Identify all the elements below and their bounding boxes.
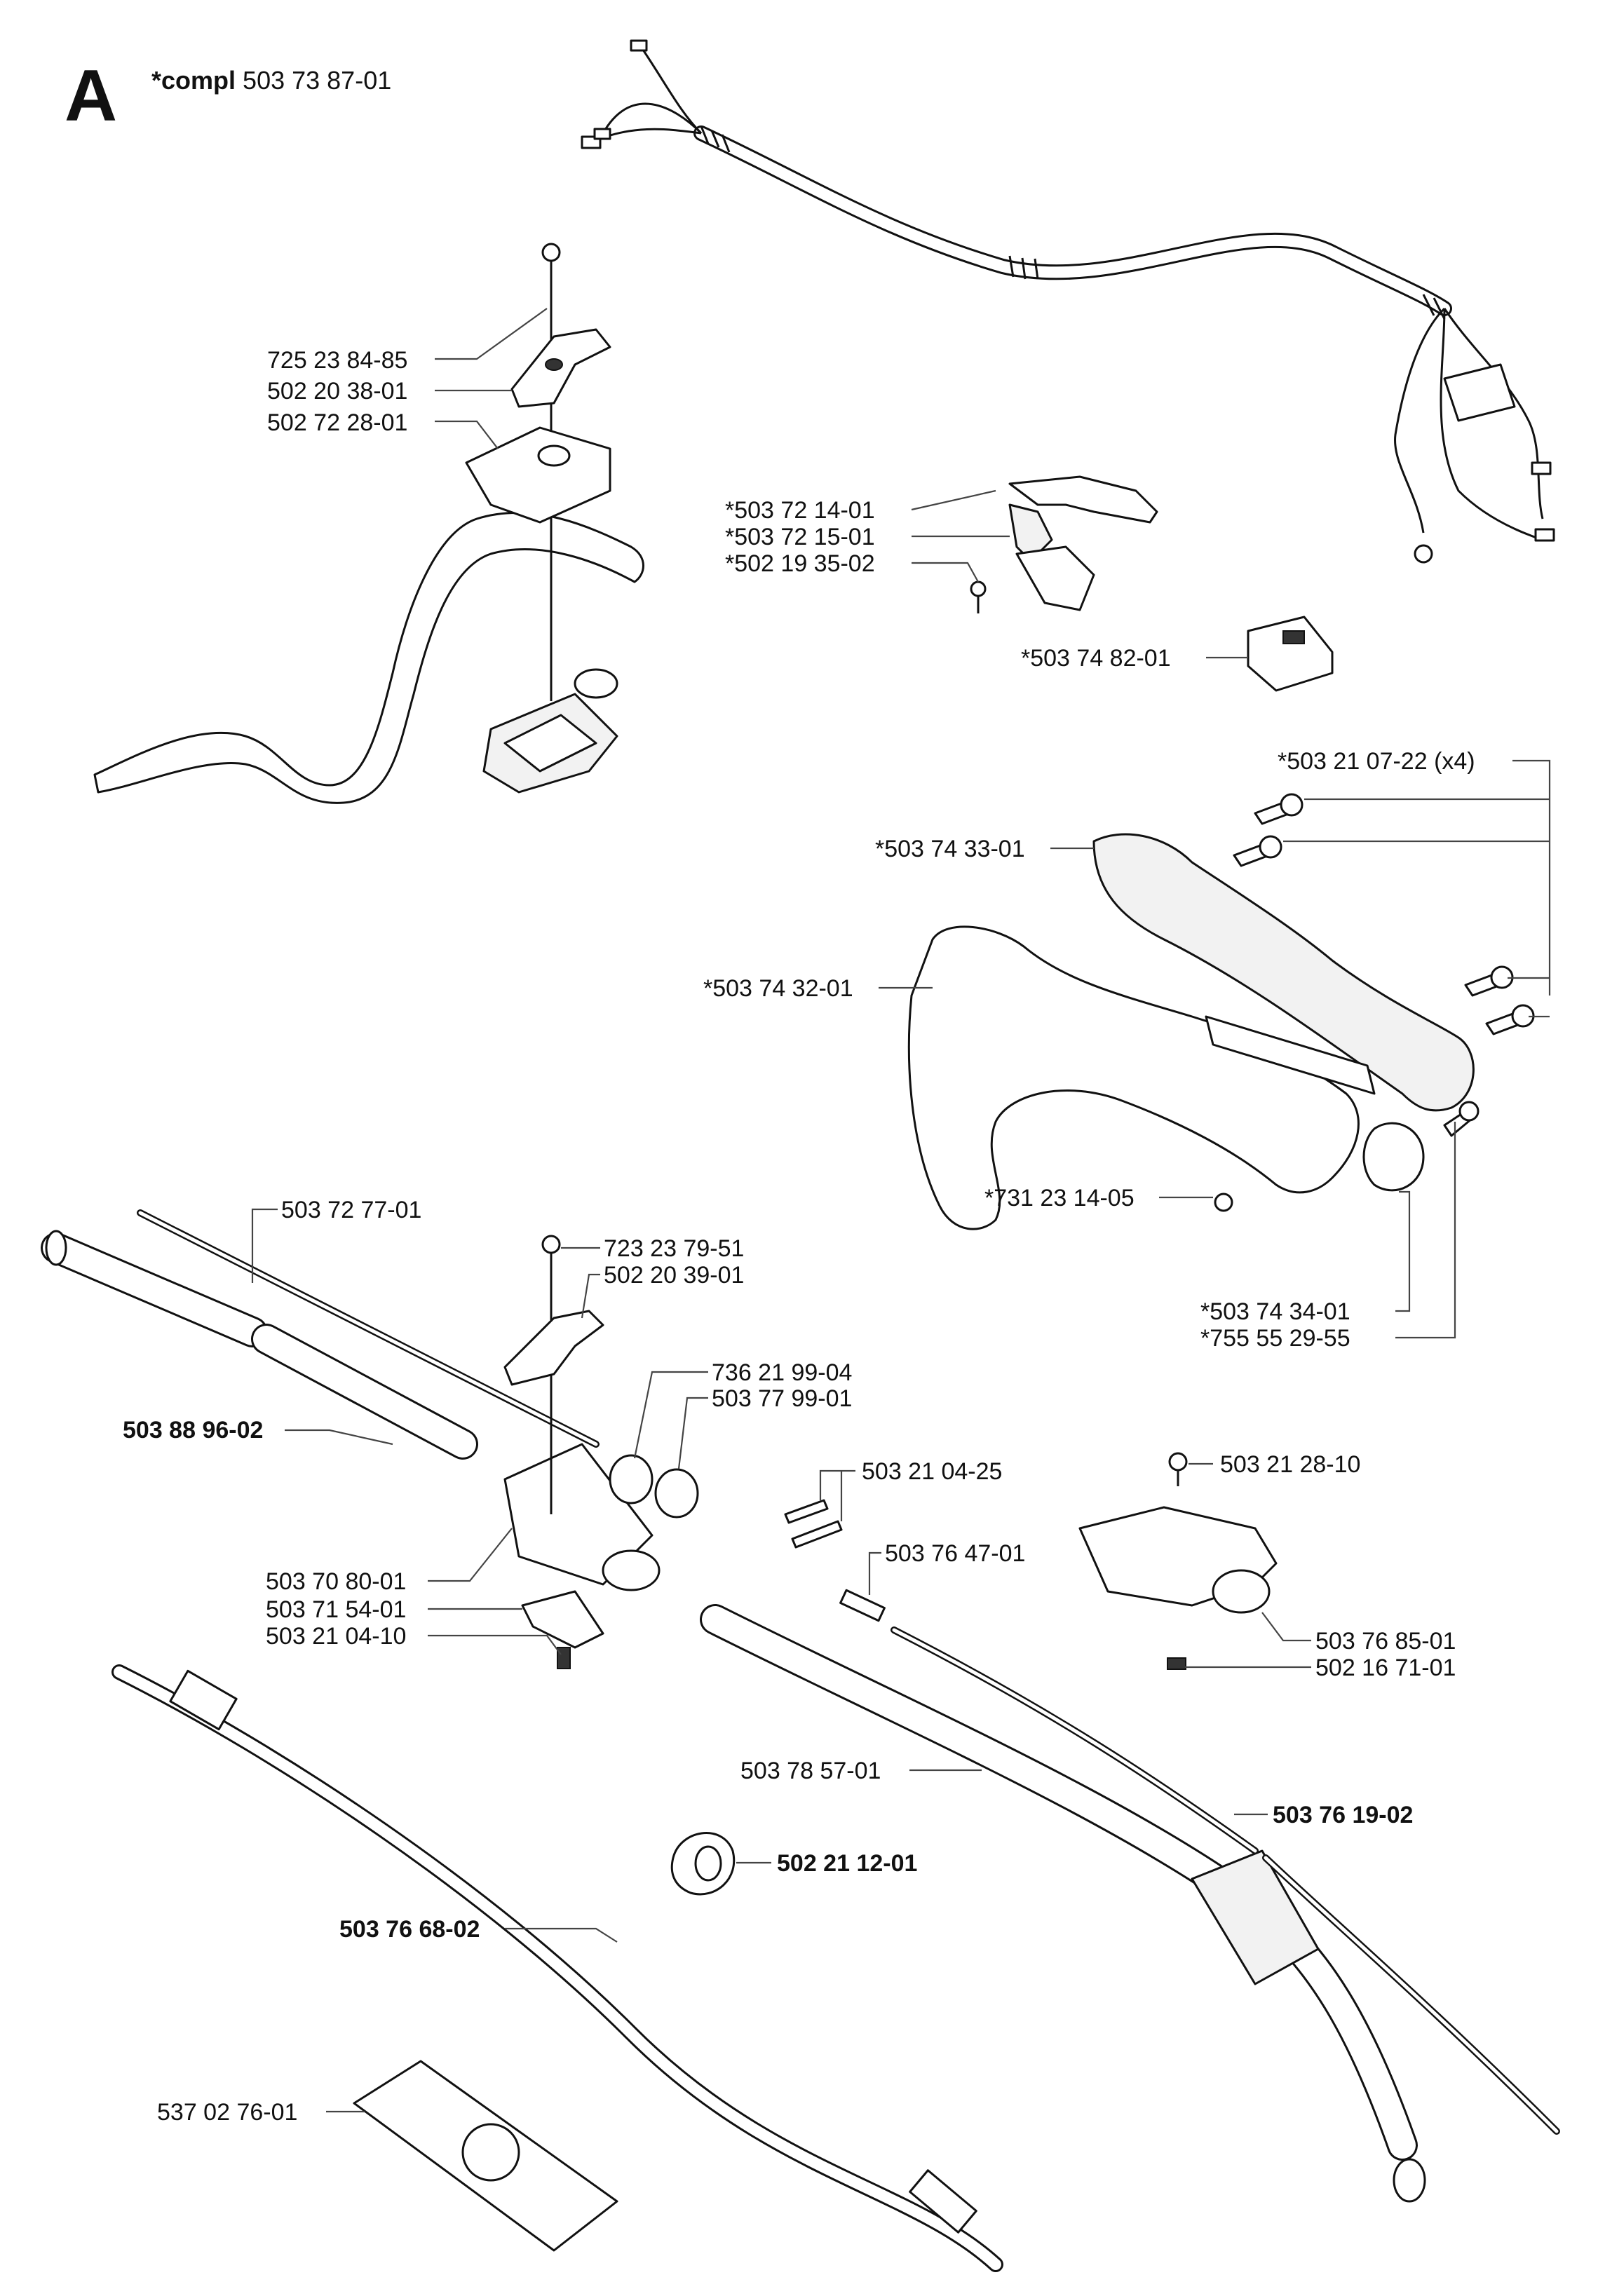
part-label: 503 21 04-10 [266, 1623, 407, 1650]
part-label: 736 21 99-04 [712, 1359, 853, 1386]
part-label: 502 20 39-01 [604, 1262, 745, 1289]
part-label: *503 74 32-01 [703, 975, 853, 1002]
part-label: 725 23 84-85 [267, 347, 408, 374]
flexible-shaft [111, 1664, 1003, 2272]
part-label: *755 55 29-55 [1200, 1325, 1350, 1352]
leader-lines [251, 308, 1551, 2113]
outer-cable [839, 1589, 1560, 2135]
loop-handle-assembly [93, 243, 644, 804]
part-label: 503 71 54-01 [266, 1596, 407, 1623]
section-letter: A [65, 55, 118, 137]
part-label: 503 76 68-02 [339, 1916, 480, 1943]
part-label: 503 76 47-01 [885, 1540, 1026, 1567]
part-label: 503 78 57-01 [740, 1758, 881, 1784]
handle-halves [907, 793, 1535, 1230]
part-label: 502 16 71-01 [1315, 1655, 1456, 1681]
part-label: *731 23 14-05 [984, 1185, 1135, 1211]
harness-bracket [1078, 1452, 1278, 1670]
part-label: *502 19 35-02 [725, 550, 875, 577]
part-label: 502 20 38-01 [267, 378, 408, 405]
part-label: 503 21 28-10 [1220, 1451, 1361, 1478]
part-label: *503 74 82-01 [1021, 645, 1171, 672]
part-label: *503 21 07-22 (x4) [1278, 748, 1475, 775]
part-label: 503 72 77-01 [281, 1197, 422, 1223]
throttle-trigger [970, 475, 1158, 613]
compl-number: 503 73 87-01 [243, 66, 392, 95]
wiring-harness [581, 39, 1555, 564]
part-label: 503 76 85-01 [1315, 1628, 1456, 1655]
part-label: *503 74 34-01 [1200, 1298, 1350, 1325]
drive-tube [700, 1604, 1426, 2203]
part-label: 503 70 80-01 [266, 1568, 407, 1595]
part-label: *503 74 33-01 [875, 836, 1025, 862]
complete-assembly-note: *compl 503 73 87-01 [151, 66, 391, 95]
warning-decal [353, 2060, 618, 2252]
part-label: 503 77 99-01 [712, 1385, 853, 1412]
stop-switch [1247, 616, 1334, 692]
shaft-assembly [41, 1209, 843, 1669]
part-label: *503 72 15-01 [725, 524, 875, 550]
part-label: 503 21 04-25 [862, 1458, 1003, 1485]
part-label: 503 76 19-02 [1273, 1802, 1414, 1828]
part-label: 537 02 76-01 [157, 2099, 298, 2126]
part-label: 503 88 96-02 [123, 1417, 264, 1444]
part-label: 502 21 12-01 [777, 1850, 918, 1877]
part-label: *503 72 14-01 [725, 497, 875, 524]
handle-screws [1233, 793, 1535, 1035]
part-label: 723 23 79-51 [604, 1235, 745, 1262]
compl-prefix: *compl [151, 66, 236, 95]
cable-guide [670, 1832, 736, 1896]
part-label: 502 72 28-01 [267, 409, 408, 436]
